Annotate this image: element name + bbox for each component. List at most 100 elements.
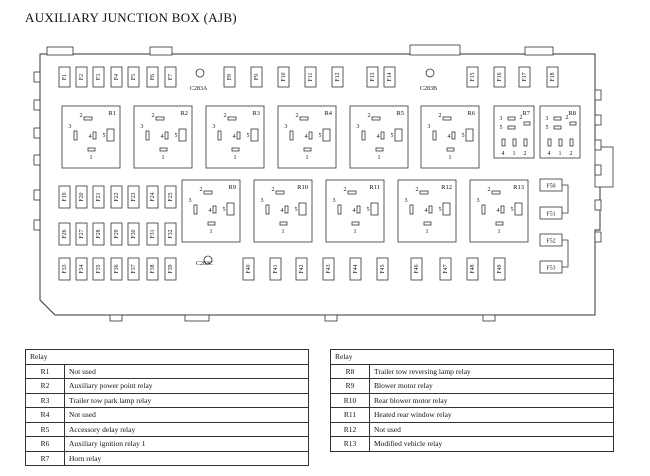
relay-pin [432, 130, 437, 141]
fuse-label: F26 [62, 229, 68, 238]
relay-pin [164, 131, 169, 140]
fuse-label: F38 [150, 264, 156, 273]
pin-label: 2 [368, 113, 371, 119]
fuse-label: F51 [546, 212, 555, 218]
pin-label: 2 [200, 187, 203, 193]
housing-notch [594, 89, 602, 101]
fuse-f2: F2 [75, 66, 88, 88]
fuse-label: F41 [273, 264, 279, 273]
fuse-label: F11 [308, 72, 314, 81]
housing-top-tab [149, 46, 173, 56]
fuse-f10: F10 [277, 66, 290, 88]
pin-label: 1 [282, 229, 285, 235]
pin-label: 1 [449, 155, 452, 161]
housing-notch [184, 314, 210, 322]
fuse-label: F4 [114, 74, 120, 80]
relay-description: Modified vehicle relay [369, 436, 614, 452]
relay-pin [155, 116, 165, 121]
fuse-f31: F31 [146, 222, 159, 246]
pin-label: 5 [391, 133, 394, 139]
housing-notch [594, 139, 602, 151]
pin-label: 2 [570, 151, 573, 157]
pin-label: 4 [377, 134, 380, 140]
relay-pin [299, 116, 309, 121]
fuse-f20: F20 [75, 185, 88, 209]
housing-notch [109, 314, 123, 322]
fuse-bracket [562, 239, 569, 268]
pin-label: 4 [353, 208, 356, 214]
relay-pin [465, 128, 474, 142]
relay-label: R1 [108, 110, 116, 117]
fuse-f27: F27 [75, 222, 88, 246]
housing-notch [594, 114, 602, 126]
pin-label: 1 [559, 151, 562, 157]
fuse-label: F23 [131, 192, 137, 201]
relay-pin [451, 131, 456, 140]
fuse-label: F31 [150, 229, 156, 238]
relay-id: R6 [25, 436, 65, 452]
relay-id: R1 [25, 363, 65, 379]
pin-label: 4 [548, 151, 551, 157]
relay-label: R6 [467, 110, 475, 117]
relay-description: Trailer tow park lamp relay [64, 392, 309, 408]
pin-label: 5 [367, 207, 370, 213]
fuse-f13: F13 [366, 66, 379, 88]
relay-pin [523, 121, 531, 126]
pin-label: 1 [513, 151, 516, 157]
relay-id: R2 [25, 378, 65, 394]
fuse-label: F25 [168, 192, 174, 201]
pin-label: 1 [162, 155, 165, 161]
relay-id: R5 [25, 421, 65, 437]
pin-label: 4 [305, 134, 308, 140]
fuse-f39: F39 [164, 257, 177, 281]
fuse-f34: F34 [75, 257, 88, 281]
fuse-label: F15 [470, 72, 476, 81]
relay-description: Auxiliary ignition relay 1 [64, 436, 309, 452]
fuse-label: F32 [168, 229, 174, 238]
relay-pin [512, 138, 517, 147]
diagram-title: AUXILIARY JUNCTION BOX (AJB) [25, 10, 237, 25]
relay-pin [159, 147, 168, 152]
pin-label: 3 [477, 198, 480, 204]
pin-label: 2 [439, 113, 442, 119]
fuse-label: F10 [281, 72, 287, 81]
connector-label: C283B [420, 86, 437, 92]
pin-label: 1 [426, 229, 429, 235]
pin-label: 4 [497, 208, 500, 214]
fuse-f28: F28 [92, 222, 105, 246]
relay-pin [491, 190, 501, 195]
relay-pin [553, 116, 562, 121]
relay-description: Not used [64, 407, 309, 423]
relay-pin [500, 205, 505, 214]
fuse-label: F24 [150, 192, 156, 201]
fuse-f44: F44 [349, 257, 362, 281]
relay-pin [375, 147, 384, 152]
fuse-label: F27 [79, 229, 85, 238]
fuse-f29: F29 [110, 222, 123, 246]
fuse-label: F33 [62, 264, 68, 273]
fuse-f43: F43 [322, 257, 335, 281]
fuse-label: F19 [62, 192, 68, 201]
fuse-label: F7 [168, 74, 174, 80]
relay-pin [226, 202, 235, 216]
relay-description: Horn relay [64, 450, 309, 466]
relay-pin [275, 190, 285, 195]
fuse-label: F45 [380, 264, 386, 273]
pin-label: 3 [285, 124, 288, 130]
fuse-f52: F52 [539, 233, 563, 247]
housing-notch [33, 154, 41, 166]
relay-pin [308, 131, 313, 140]
relay-pin [446, 147, 455, 152]
table-header-blank [64, 349, 309, 365]
relay-label: R9 [228, 184, 236, 191]
fuse-f8: F8 [223, 66, 236, 88]
fuse-label: F36 [114, 264, 120, 273]
